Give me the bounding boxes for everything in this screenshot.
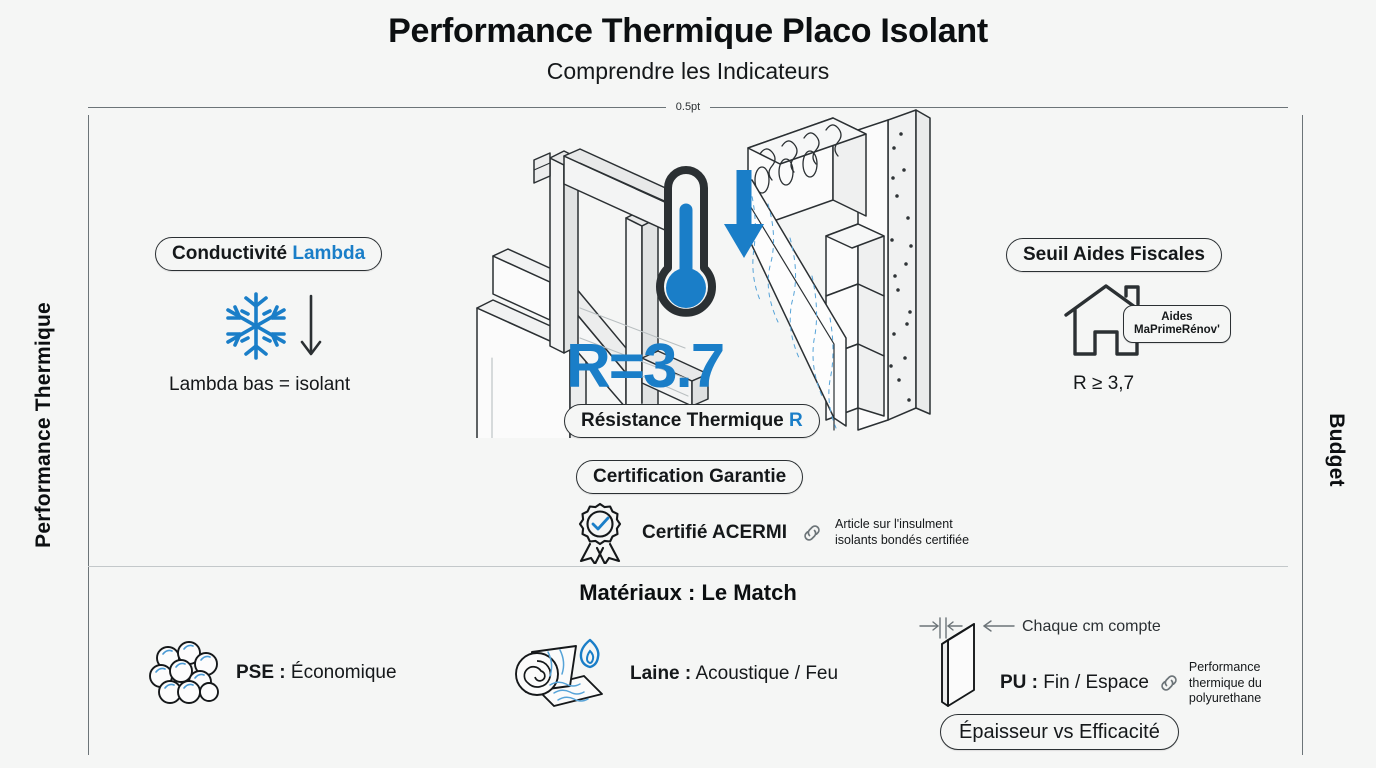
pu-link-line1: Performance	[1188, 660, 1261, 674]
section-divider	[88, 566, 1288, 567]
subsidy-badge[interactable]: Aides MaPrimeRénov'	[1123, 305, 1231, 344]
conductivity-pill-label: Conductivité	[172, 243, 288, 264]
thermometer-icon	[656, 166, 764, 317]
frame-rule-right	[1302, 115, 1303, 755]
axis-label-left-text: Performance Thermique	[32, 302, 55, 548]
certification-row: Certifié ACERMI Article sur l'insulment …	[570, 502, 969, 564]
subsidy-pill-body: Seuil Aides Fiscales	[1006, 238, 1222, 272]
page-subtitle: Comprendre les Indicateurs	[546, 58, 830, 84]
subsidy-caption: R ≥ 3,7	[1073, 373, 1135, 394]
material-label-laine-bold: Laine :	[630, 663, 692, 684]
arrow-down-icon	[724, 170, 764, 258]
thickness-pill[interactable]: Épaisseur vs Efficacité	[940, 714, 1179, 750]
material-label-pse-bold: PSE :	[236, 662, 286, 683]
pu-board-icon	[919, 617, 1015, 707]
divider-line-left	[88, 106, 666, 108]
pu-link-text[interactable]: Performance thermique du polyurethane	[1189, 660, 1262, 707]
material-item-pu: PU : Fin / Espace Performance thermique …	[1000, 660, 1262, 707]
check-icon	[591, 516, 610, 531]
certification-link-line1: Article sur l'insulment	[834, 517, 953, 532]
resistance-pill-body: Résistance Thermique R	[564, 404, 820, 438]
certification-link-line2: isolants bondés certifiée	[834, 533, 970, 547]
divider-line-right	[710, 106, 1288, 108]
certification-caption: Certifié ACERMI	[642, 522, 787, 543]
wall-section-illustration	[476, 148, 709, 438]
certification-pill[interactable]: Certification Garantie	[576, 460, 804, 494]
material-label-pu: PU : Fin / Espace	[1000, 672, 1149, 694]
pu-link-line3: polyurethane	[1188, 691, 1262, 706]
material-item-laine: Laine : Acoustique / Feu	[512, 636, 838, 712]
material-label-pse: PSE : Économique	[236, 662, 397, 684]
subsidy-badge-line2: MaPrimeRénov'	[1134, 324, 1220, 337]
materials-heading: Matériaux : Le Match	[579, 580, 797, 605]
material-label-laine-rest: Acoustique / Feu	[695, 663, 839, 684]
subsidy-badge-line1: Aides	[1161, 311, 1193, 323]
page-title: Performance Thermique Placo Isolant	[388, 12, 988, 50]
material-label-pse-rest: Économique	[290, 662, 397, 683]
arrow-left-icon	[983, 620, 1015, 632]
arrow-down-icon	[300, 294, 322, 356]
axis-label-right: Budget	[1318, 370, 1354, 530]
flame-icon	[579, 638, 600, 669]
frame-rule-left	[88, 115, 89, 755]
conductivity-caption: Lambda bas = isolant	[169, 374, 351, 395]
axis-label-left: Performance Thermique	[26, 250, 62, 600]
pu-annotation: Chaque cm compte	[1022, 618, 1161, 635]
pu-link-line2: thermique du	[1188, 675, 1262, 690]
r-value-display: R=3.7	[566, 332, 725, 401]
material-label-pu-bold: PU :	[1000, 672, 1038, 694]
link-chain-icon[interactable]	[1158, 672, 1180, 694]
certification-link-text[interactable]: Article sur l'insulment isolants bondés …	[835, 517, 969, 548]
subsidy-badge-body: Aides MaPrimeRénov'	[1123, 305, 1231, 344]
link-chain-icon[interactable]	[801, 522, 823, 544]
resistance-pill[interactable]: Résistance Thermique R	[564, 404, 820, 438]
certification-pill-body: Certification Garantie	[576, 460, 804, 494]
resistance-pill-label: Résistance Thermique	[581, 410, 784, 431]
wool-roll-icon	[515, 638, 603, 707]
snowflake-icon	[226, 292, 322, 360]
award-badge-icon	[578, 502, 622, 564]
foam-beads-icon	[149, 641, 219, 704]
subsidy-pill[interactable]: Seuil Aides Fiscales	[1006, 238, 1222, 272]
conductivity-pill[interactable]: Conductivité Lambda	[155, 237, 383, 271]
title-divider: 0.5pt	[88, 100, 1288, 114]
resistance-pill-keyword: R	[789, 410, 803, 431]
material-label-pu-rest: Fin / Espace	[1043, 672, 1149, 694]
material-label-laine: Laine : Acoustique / Feu	[630, 663, 838, 685]
axis-label-right-text: Budget	[1325, 413, 1348, 487]
thickness-pill-body: Épaisseur vs Efficacité	[940, 714, 1179, 750]
material-item-pse: PSE : Économique	[148, 640, 397, 706]
divider-caption: 0.5pt	[665, 101, 711, 113]
conductivity-pill-keyword: Lambda	[292, 243, 366, 264]
conductivity-pill-body: Conductivité Lambda	[155, 237, 383, 271]
thickness-dimension-icon	[919, 617, 963, 639]
